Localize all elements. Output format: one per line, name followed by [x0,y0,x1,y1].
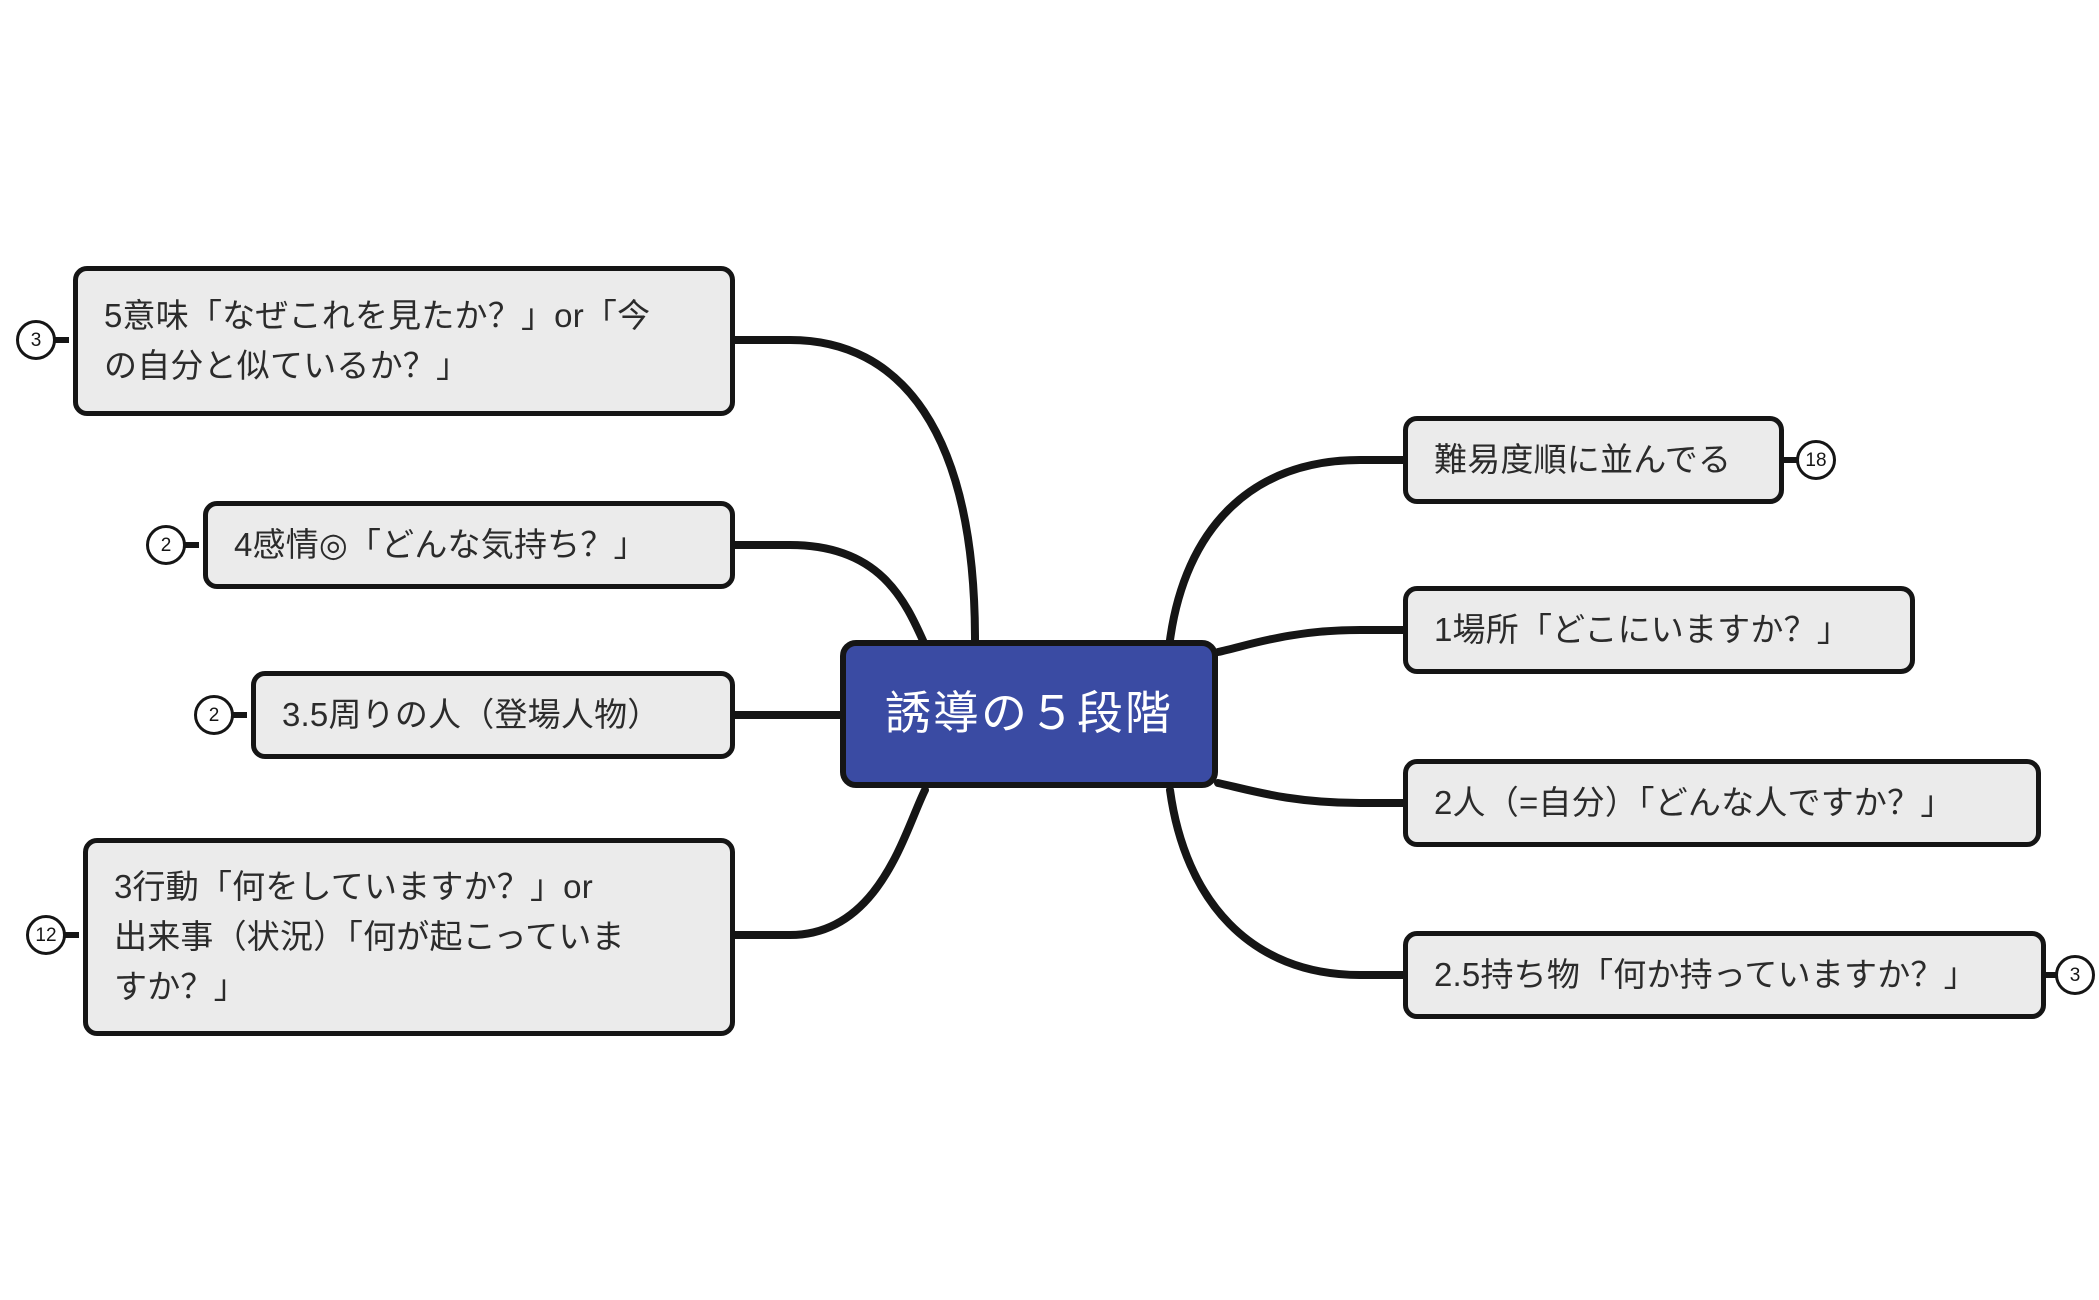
connector-meaning [731,336,979,644]
branch-label-person: 2人（=自分）「どんな人ですか？」 [1434,783,1954,821]
badge-stub-difficulty-order [1784,457,1798,463]
branch-label-action: 3行動「何をしていますか？」or 出来事（状況）「何が起こっていま すか？」 [114,867,625,1006]
connector-action [731,786,929,939]
connector-person [1214,779,1407,807]
connector-place [1214,626,1407,656]
connector-emotion [731,541,929,649]
badge-stub-belongings [2046,972,2060,978]
badge-surrounding-people: 2 [194,695,234,735]
badge-emotion: 2 [146,525,186,565]
connector-belongings [1166,786,1407,979]
branch-node-difficulty-order[interactable]: 難易度順に並んでる [1403,416,1784,504]
badge-action-value: 12 [35,924,57,946]
branch-label-difficulty-order: 難易度順に並んでる [1434,440,1732,478]
badge-emotion-value: 2 [160,534,172,556]
connector-difficulty-order [1166,456,1407,644]
badge-difficulty-order: 18 [1796,440,1836,480]
badge-belongings-value: 3 [2069,964,2081,986]
badge-meaning: 3 [16,320,56,360]
badge-meaning-value: 3 [30,329,42,351]
branch-label-emotion: 4感情◎「どんな気持ち？」 [234,525,647,563]
branch-label-surrounding-people: 3.5周りの人（登場人物） [282,695,661,733]
branch-label-belongings: 2.5持ち物「何か持っていますか？」 [1434,955,1977,993]
branch-node-surrounding-people[interactable]: 3.5周りの人（登場人物） [251,671,735,759]
branch-node-belongings[interactable]: 2.5持ち物「何か持っていますか？」 [1403,931,2046,1019]
branch-label-place: 1場所「どこにいますか？」 [1434,610,1850,648]
branch-node-person[interactable]: 2人（=自分）「どんな人ですか？」 [1403,759,2041,847]
central-node[interactable]: 誘導の５段階 [840,640,1218,788]
branch-node-emotion[interactable]: 4感情◎「どんな気持ち？」 [203,501,735,589]
badge-stub-meaning [55,337,69,343]
badge-stub-surrounding-people [233,712,247,718]
badge-stub-action [65,932,79,938]
branch-label-meaning: 5意味「なぜこれを見たか？」or「今 の自分と似ているか？」 [104,296,651,384]
branch-node-meaning[interactable]: 5意味「なぜこれを見たか？」or「今 の自分と似ているか？」 [73,266,735,416]
branch-node-place[interactable]: 1場所「どこにいますか？」 [1403,586,1915,674]
badge-belongings: 3 [2055,955,2095,995]
branch-node-action[interactable]: 3行動「何をしていますか？」or 出来事（状況）「何が起こっていま すか？」 [83,838,735,1036]
central-node-label: 誘導の５段階 [885,687,1173,740]
badge-surrounding-people-value: 2 [208,704,220,726]
badge-difficulty-order-value: 18 [1805,449,1827,471]
badge-action: 12 [26,915,66,955]
badge-stub-emotion [185,542,199,548]
